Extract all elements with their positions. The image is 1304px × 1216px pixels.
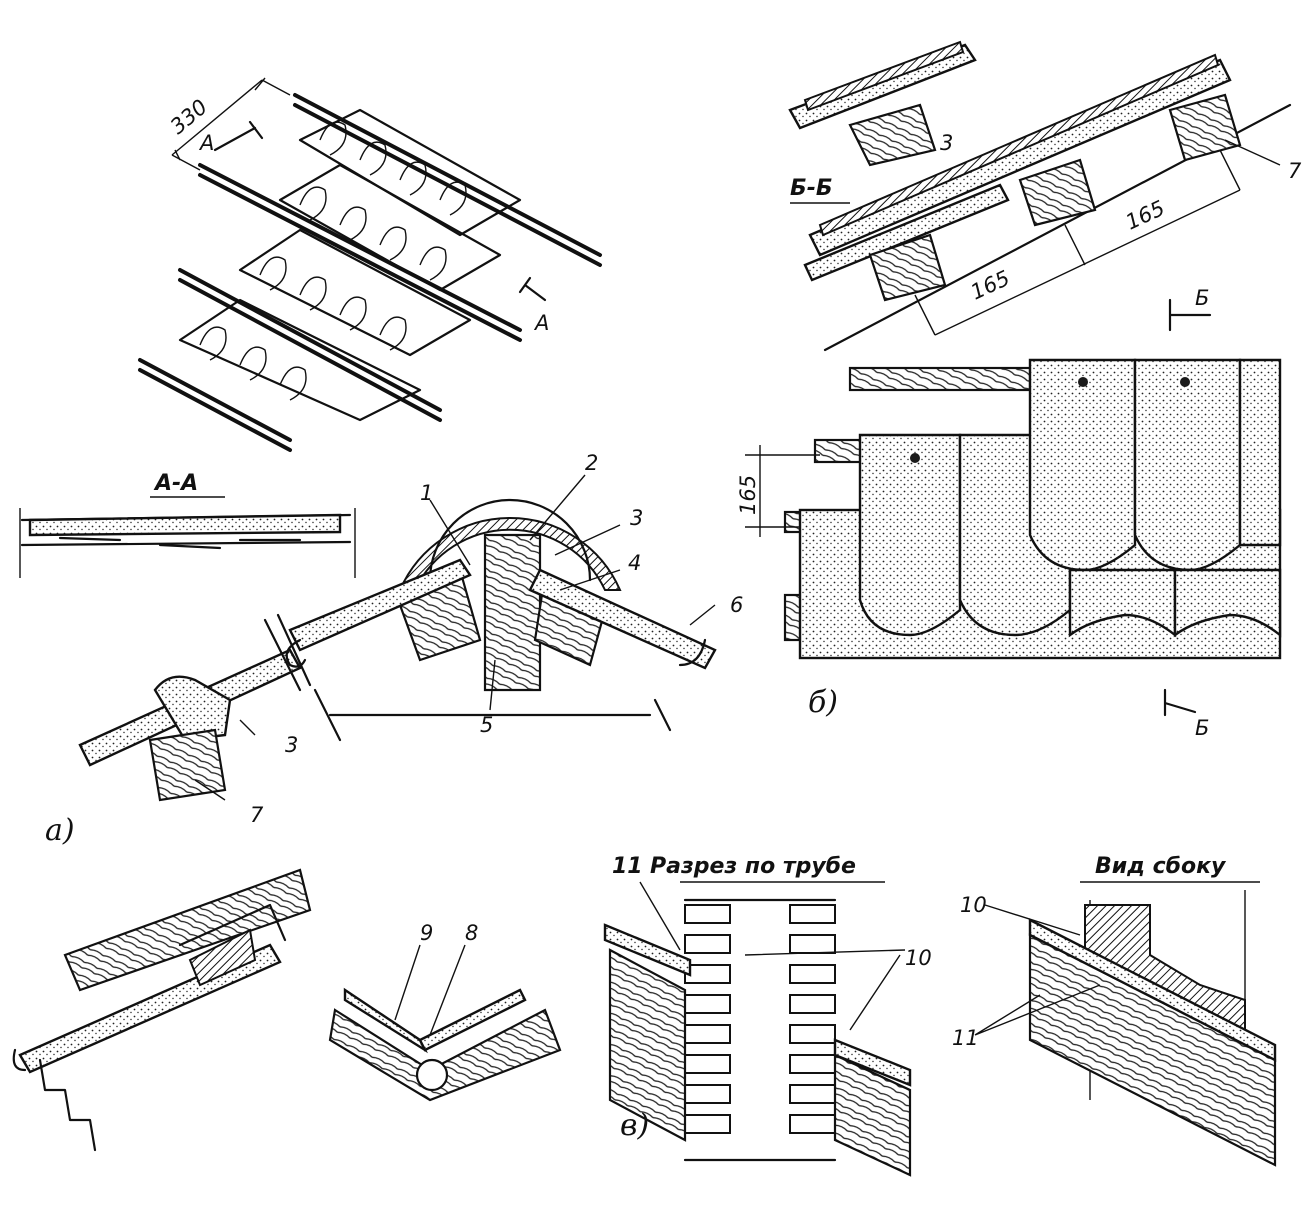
callout-1: 1 bbox=[420, 481, 433, 505]
callout-11-pipe: 11 bbox=[612, 854, 643, 879]
callout-3-ridge: 3 bbox=[630, 506, 643, 530]
callout-2: 2 bbox=[585, 451, 598, 475]
section-b-b: 3 7 165 165 Б-Б Б bbox=[788, 40, 1302, 352]
pipe-section: Разрез по трубе 11 1 bbox=[603, 854, 932, 1177]
callout-6: 6 bbox=[730, 593, 743, 617]
valley-detail: 9 8 bbox=[328, 921, 562, 1102]
callout-10-pipe: 10 bbox=[905, 946, 932, 970]
eave-detail bbox=[12, 868, 312, 1152]
callout-11-side: 11 bbox=[952, 1026, 979, 1050]
callout-3-b: 3 bbox=[940, 131, 953, 155]
callout-4: 4 bbox=[628, 551, 641, 575]
flat-tile-layout: 165 б) Б bbox=[736, 358, 1282, 740]
panel-label-a: а) bbox=[45, 813, 75, 848]
panel-label-b: б) bbox=[808, 685, 838, 720]
section-b-b-title: Б-Б bbox=[790, 176, 833, 201]
side-view: Вид сбоку 10 11 bbox=[952, 854, 1277, 1167]
section-a-a: А-А bbox=[19, 471, 356, 578]
side-view-title: Вид сбоку bbox=[1095, 854, 1227, 879]
section-marker-a-bottom: А bbox=[533, 311, 549, 335]
section-marker-b-top: Б bbox=[1195, 286, 1209, 310]
callout-5: 5 bbox=[480, 713, 493, 737]
callout-10-side: 10 bbox=[960, 893, 987, 917]
section-marker-a-top: А bbox=[198, 131, 214, 155]
callout-9: 9 bbox=[420, 921, 433, 945]
section-a-a-title: А-А bbox=[153, 471, 198, 496]
section-marker-b-bottom: Б bbox=[1195, 716, 1209, 740]
callout-7-b: 7 bbox=[1288, 159, 1302, 183]
dimension-165-b: 165 bbox=[1122, 196, 1168, 235]
pipe-section-title: Разрез по трубе bbox=[650, 854, 856, 879]
panel-label-v: в) bbox=[620, 1108, 649, 1143]
callout-7-a: 7 bbox=[250, 803, 264, 827]
isometric-tile-lattice: 330 А А bbox=[138, 77, 602, 452]
ridge-detail: 1 2 3 4 5 6 3 7 а) bbox=[45, 451, 743, 848]
callout-8: 8 bbox=[465, 921, 478, 945]
callout-3-a: 3 bbox=[285, 733, 298, 757]
dimension-165-vertical: 165 bbox=[736, 475, 760, 515]
